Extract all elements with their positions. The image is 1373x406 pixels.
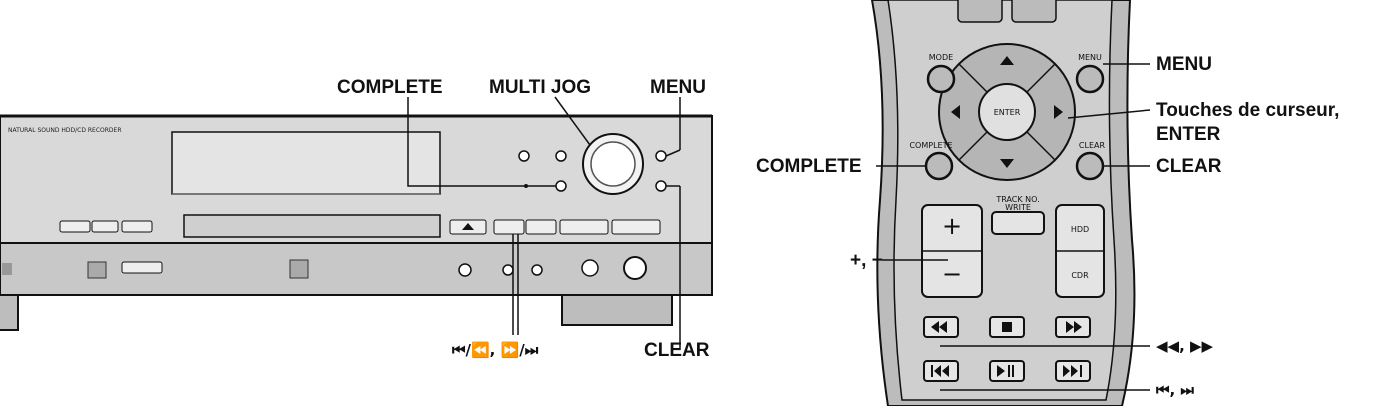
remote-menu-callout: MENU [1156, 54, 1212, 75]
device-skip-search-label: ⏮/⏪, ⏩/⏭ [452, 341, 539, 359]
remote-minus-label: − [942, 260, 962, 288]
remote-complete-callout: COMPLETE [756, 156, 862, 177]
remote-cursor-callout-line2: ENTER [1156, 124, 1221, 145]
remote-track-no-label: TRACK NO. [995, 195, 1039, 204]
remote-cursor-callout-line1: Touches de curseur, [1156, 100, 1340, 121]
remote-rew-ff-callout: ◀◀, ▶▶ [1156, 337, 1214, 355]
remote-write-label: WRITE [1005, 203, 1031, 212]
device-menu-label: MENU [650, 77, 706, 98]
remote-plus-label: + [942, 212, 962, 240]
remote-menu-label: MENU [1078, 53, 1102, 62]
remote-hdd-label: HDD [1071, 225, 1089, 234]
device-complete-label: COMPLETE [337, 77, 443, 98]
remote-clear-label: CLEAR [1079, 141, 1106, 150]
device-clear-label: CLEAR [644, 340, 710, 361]
recorder-front-panel: NATURAL SOUND HDD/CD RECORDER [0, 96, 713, 350]
remote-clear-callout: CLEAR [1156, 156, 1222, 177]
remote-enter-label: ENTER [994, 108, 1021, 117]
remote-skip-callout: ⏮, ⏭ [1156, 381, 1194, 399]
remote-mode-label: MODE [929, 53, 953, 62]
remote-cdr-label: CDR [1071, 271, 1089, 280]
remote-complete-label: COMPLETE [909, 141, 952, 150]
device-multi-jog-label: MULTI JOG [489, 77, 592, 98]
remote-plus-minus-callout: +, − [850, 250, 883, 271]
remote-control: MODE MENU ENTER COMPLETE CLEAR TRACK NO.… [870, 0, 1151, 406]
brand-strip-text: NATURAL SOUND HDD/CD RECORDER [8, 127, 122, 134]
